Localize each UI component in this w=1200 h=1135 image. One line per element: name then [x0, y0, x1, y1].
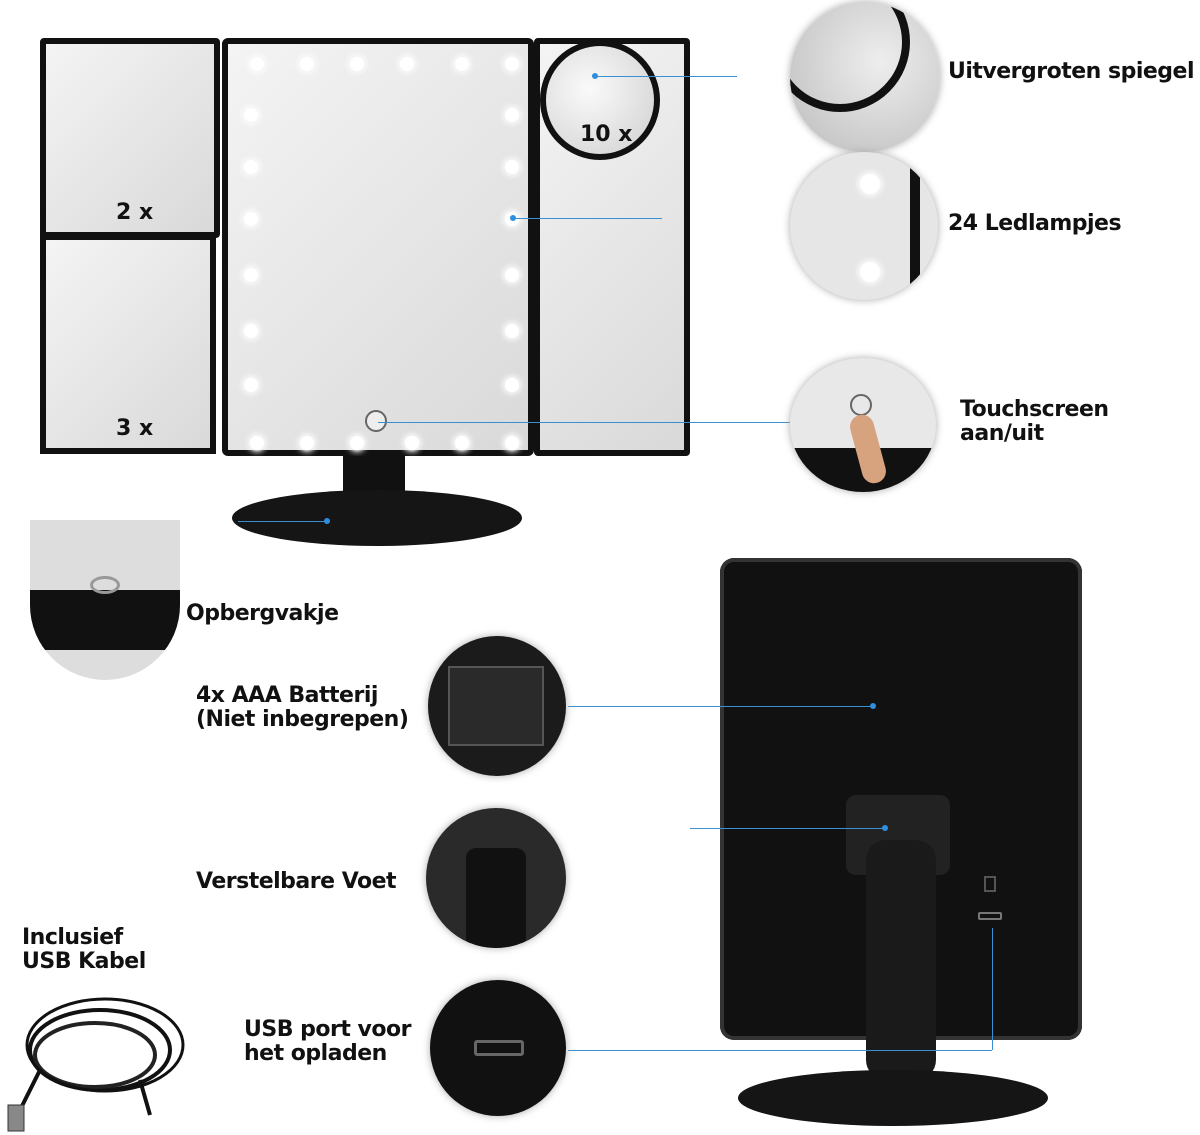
- led-light: [350, 57, 364, 71]
- led-light: [244, 378, 258, 392]
- center-panel: [222, 38, 534, 456]
- back-base: [738, 1070, 1048, 1126]
- magnification-10x-label: 10 x: [580, 122, 633, 147]
- led-light: [455, 436, 469, 450]
- battery-label-line2: (Niet inbegrepen): [196, 707, 409, 732]
- led-light: [250, 436, 264, 450]
- leader-dot: [324, 518, 330, 524]
- battery-label-line1: 4x AAA Batterij: [196, 683, 378, 708]
- leader-line: [238, 521, 330, 522]
- left-panel-top: [40, 38, 220, 238]
- led-light: [300, 57, 314, 71]
- magnify-label: Uitvergroten spiegel: [948, 59, 1195, 84]
- led-light: [405, 436, 419, 450]
- led-light: [300, 436, 314, 450]
- usb-cable-image: [7, 997, 185, 1132]
- led-light: [505, 160, 519, 174]
- led-light: [400, 57, 414, 71]
- power-touch-icon[interactable]: [365, 410, 387, 432]
- leader-line: [690, 828, 886, 829]
- magnification-3x-label: 3 x: [116, 416, 154, 441]
- led-light: [505, 108, 519, 122]
- leader-dot: [870, 703, 876, 709]
- led-light: [505, 378, 519, 392]
- leader-dot: [510, 215, 516, 221]
- leader-line: [512, 218, 662, 219]
- magnification-2x-label: 2 x: [116, 200, 154, 225]
- led-light: [244, 108, 258, 122]
- usb-port-icon: [978, 912, 1002, 920]
- led-detail-image: [790, 152, 938, 300]
- led-light: [244, 160, 258, 174]
- led-light: [505, 268, 519, 282]
- leader-dot: [592, 73, 598, 79]
- back-stand-arm: [866, 840, 936, 1080]
- leader-line: [992, 928, 993, 1050]
- cable-label-line1: Inclusief: [22, 925, 123, 950]
- leader-line: [568, 706, 874, 707]
- led-light: [505, 324, 519, 338]
- storage-label: Opbergvakje: [186, 601, 339, 626]
- usb-port-detail-image: [430, 980, 566, 1116]
- leader-line: [568, 1050, 992, 1051]
- led-light: [250, 57, 264, 71]
- leader-dot: [882, 825, 888, 831]
- usb-port-label-line2: het opladen: [244, 1041, 387, 1066]
- left-panel-bottom: [40, 234, 216, 454]
- touch-detail-image: [790, 358, 936, 492]
- leds-label: 24 Ledlampjes: [948, 211, 1122, 236]
- cable-label-line2: USB Kabel: [22, 949, 146, 974]
- magnify-detail-image: [790, 2, 940, 152]
- led-light: [244, 212, 258, 226]
- battery-detail-image: [428, 636, 566, 776]
- stand-detail-image: [426, 808, 566, 948]
- leader-line: [378, 422, 790, 423]
- led-light: [505, 57, 519, 71]
- usb-port-label-line1: USB port voor: [244, 1017, 411, 1042]
- leader-line: [592, 76, 737, 77]
- led-light: [505, 436, 519, 450]
- touch-label-line1: Touchscreen: [960, 397, 1109, 422]
- base: [232, 490, 522, 546]
- led-light: [350, 436, 364, 450]
- led-light: [244, 324, 258, 338]
- led-light: [244, 268, 258, 282]
- stand-label: Verstelbare Voet: [196, 869, 397, 894]
- touch-label-line2: aan/uit: [960, 421, 1044, 446]
- power-switch-icon: [984, 876, 996, 892]
- magnifier-10x: [540, 40, 660, 160]
- led-light: [455, 57, 469, 71]
- storage-detail-image: [30, 520, 180, 680]
